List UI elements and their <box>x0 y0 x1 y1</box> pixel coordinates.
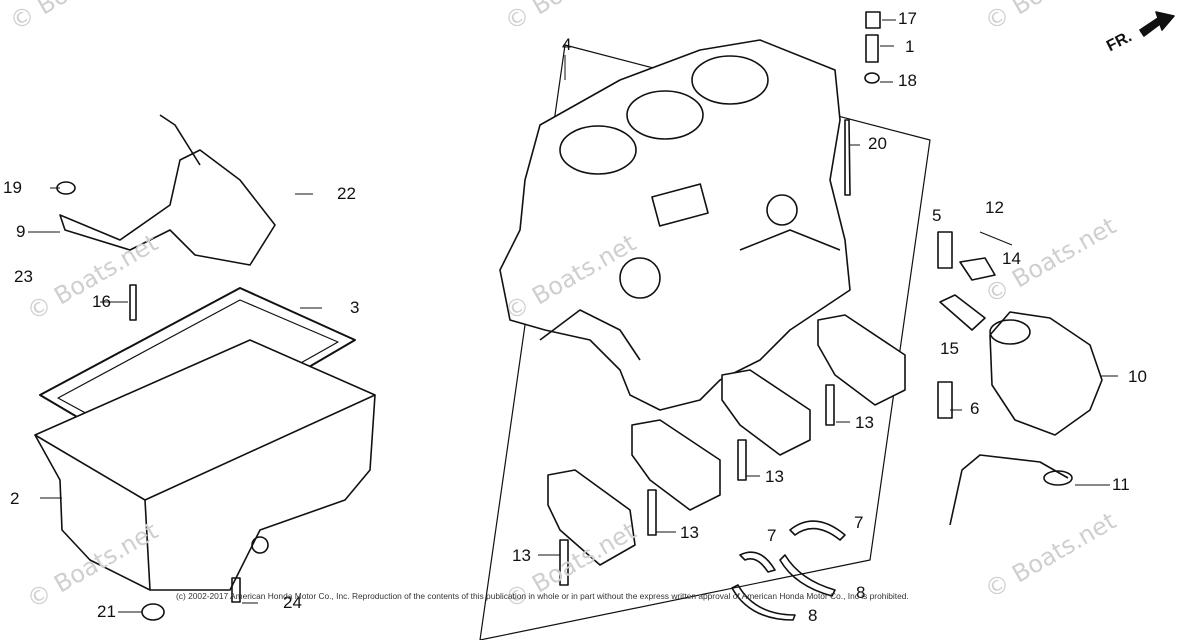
bore-3 <box>691 55 769 105</box>
callout-23: 23 <box>14 267 33 286</box>
bearing-cap-2 <box>631 419 721 511</box>
callout-1: 1 <box>905 37 915 56</box>
crank-bore <box>619 257 661 299</box>
connector-5 <box>937 231 953 269</box>
thrust-washer-1 <box>789 520 846 541</box>
switch-14 <box>959 257 996 281</box>
callout-24: 24 <box>283 593 302 612</box>
callout-13d: 13 <box>512 546 531 565</box>
bolt-13a <box>559 539 569 586</box>
oil-filter <box>989 311 1103 436</box>
callout-13a: 13 <box>855 413 874 432</box>
water-jacket <box>651 183 709 227</box>
callout-7b: 7 <box>767 526 777 545</box>
callout-13b: 13 <box>765 467 784 486</box>
bolt-13c <box>737 439 747 481</box>
callout-12: 12 <box>985 198 1004 217</box>
callout-13c: 13 <box>680 523 699 542</box>
callout-8a: 8 <box>856 583 866 602</box>
front-arrow <box>1139 11 1175 37</box>
bearing-cap-3 <box>721 369 811 456</box>
callout-22: 22 <box>337 184 356 203</box>
cap-17 <box>865 11 881 29</box>
bore-2 <box>626 90 704 140</box>
drain-plug-boss <box>251 536 269 554</box>
callout-20: 20 <box>868 134 887 153</box>
plug-1 <box>865 34 879 63</box>
bolt-13b <box>647 489 657 536</box>
callout-19: 19 <box>3 178 22 197</box>
thrust-washer-2 <box>739 551 776 573</box>
callout-3: 3 <box>350 298 360 317</box>
connector-6 <box>937 381 953 419</box>
thrust-washer-4 <box>731 584 796 621</box>
callout-2: 2 <box>10 489 20 508</box>
dipstick <box>949 454 1069 526</box>
callout-10: 10 <box>1128 367 1147 386</box>
stud-20 <box>844 119 851 196</box>
washer-18 <box>864 72 880 84</box>
callout-4: 4 <box>562 35 572 54</box>
bolt-24 <box>231 577 241 603</box>
callout-7a: 7 <box>854 513 864 532</box>
bolt-13d <box>825 384 835 426</box>
callout-11: 11 <box>1112 475 1130 494</box>
filter-stud <box>939 294 986 331</box>
callout-21: 21 <box>97 602 116 621</box>
stud-16 <box>129 284 137 321</box>
callout-15: 15 <box>940 339 959 358</box>
callout-8b: 8 <box>808 606 818 625</box>
callout-6: 6 <box>970 399 980 418</box>
bore-1 <box>559 125 637 175</box>
bearing-cap-4 <box>817 314 906 406</box>
oil-pan <box>34 339 376 591</box>
callout-18: 18 <box>898 71 917 90</box>
callout-9: 9 <box>16 222 26 241</box>
copyright-notice: (c) 2002-2017 American Honda Motor Co., … <box>176 591 909 601</box>
cylinder-block <box>499 39 851 411</box>
bearing-boss <box>766 194 798 226</box>
callout-14: 14 <box>1002 249 1021 268</box>
callout-5: 5 <box>932 206 942 225</box>
bearing-cap-1 <box>547 469 636 566</box>
callout-17: 17 <box>898 9 917 28</box>
callout-16: 16 <box>92 292 111 311</box>
oil-strainer <box>59 149 276 266</box>
thrust-washer-3 <box>779 554 836 597</box>
drain-bolt-21 <box>141 603 165 621</box>
